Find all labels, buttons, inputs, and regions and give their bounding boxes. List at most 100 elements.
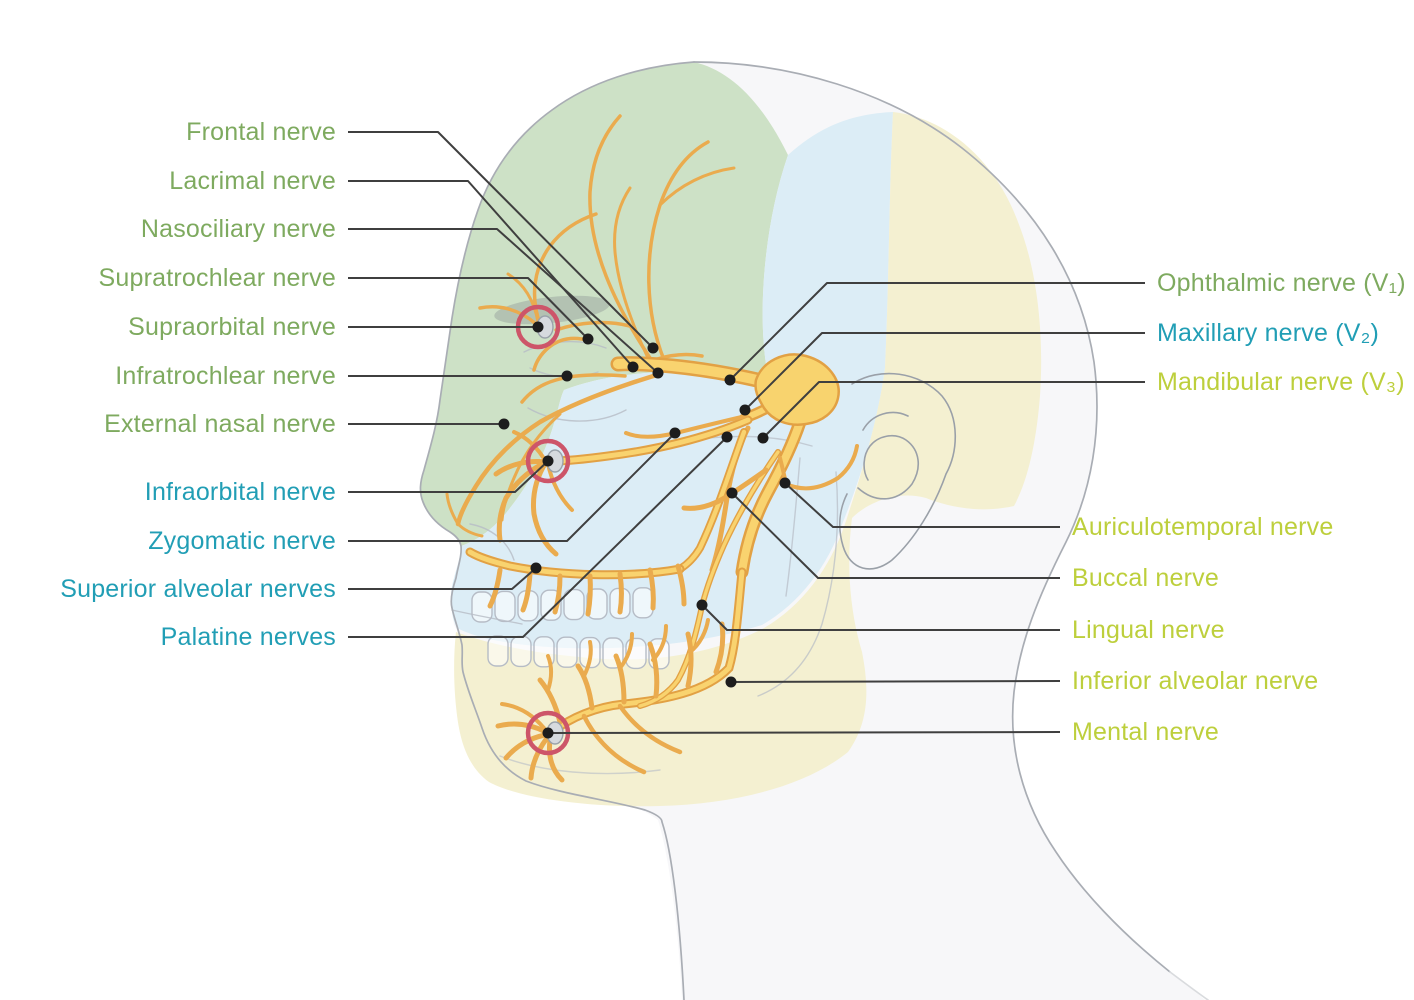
- endpoint-dot-buccal-nerve: [726, 487, 738, 499]
- label-buccal-nerve: Buccal nerve: [1072, 564, 1219, 592]
- nerve-branch: [688, 618, 710, 654]
- leader-line-infraorbital-nerve: [348, 460, 549, 493]
- nerve-branch: [685, 631, 694, 689]
- nerve-branch: [547, 737, 565, 783]
- sensory-territories: [420, 62, 1042, 807]
- endpoint-dot-superior-alveolar-nerves: [530, 562, 542, 574]
- leader-line-supratrochlear-nerve: [348, 277, 589, 340]
- nerve-branch: [647, 641, 660, 699]
- label-inferior-alveolar-nerve: Inferior alveolar nerve: [1072, 667, 1319, 695]
- nerve-branch: [493, 459, 549, 477]
- neck-back-fade: [1169, 971, 1209, 1000]
- endpoint-dot-mandibular-nerve-v3: [757, 432, 769, 444]
- leader-line-ophthalmic-nerve-v1: [729, 282, 1145, 381]
- label-ophthalmic-nerve-v1: Ophthalmic nerve (V₁): [1157, 269, 1406, 297]
- endpoint-dot-supratrochlear-nerve: [582, 333, 594, 345]
- label-mandibular-nerve-v3: Mandibular nerve (V₃): [1157, 368, 1405, 396]
- nerve-branch: [520, 571, 533, 613]
- trigeminal-ganglion: [754, 353, 840, 426]
- endpoint-dot-external-nasal-nerve: [498, 418, 510, 430]
- nerve-branch: [658, 166, 736, 207]
- leader-line-auriculotemporal-nerve: [784, 482, 1060, 528]
- nerve-branch: [588, 114, 652, 360]
- endpoint-dot-auriculotemporal-nerve: [779, 477, 791, 489]
- endpoint-dot-nasociliary-nerve: [652, 367, 664, 379]
- nerve-branch: [617, 571, 624, 615]
- endpoint-dot-maxillary-nerve-v2: [739, 404, 751, 416]
- nerve-branch: [445, 492, 460, 526]
- leader-line-palatine-nerves: [348, 436, 728, 638]
- label-mental-nerve: Mental nerve: [1072, 718, 1219, 746]
- nerve-branch: [506, 272, 540, 324]
- nerve-branch: [651, 624, 668, 662]
- nerve-branch: [532, 212, 598, 326]
- leader-line-inferior-alveolar-nerve: [730, 680, 1061, 683]
- label-zygomatic-nerve: Zygomatic nerve: [148, 527, 336, 555]
- nerve-branch: [478, 305, 538, 326]
- foramen-markers: [515, 304, 571, 756]
- ear-antihelix: [857, 434, 919, 500]
- leader-line-buccal-nerve: [731, 492, 1060, 579]
- tooth-upper: [632, 587, 654, 619]
- label-superior-alveolar-nerves: Superior alveolar nerves: [60, 575, 336, 603]
- leader-line-frontal-nerve: [348, 131, 654, 349]
- nerve-branch: [585, 573, 593, 617]
- tooth-lower: [487, 635, 509, 667]
- mandible-ramus-front: [785, 457, 801, 597]
- mouth-line: [451, 609, 523, 625]
- leader-lines: [348, 131, 1145, 739]
- label-maxillary-nerve-v2: Maxillary nerve (V₂): [1157, 319, 1380, 347]
- nerve-branch: [581, 713, 647, 775]
- endpoint-dot-supraorbital-nerve: [532, 321, 544, 333]
- nerve-branch: [647, 140, 710, 362]
- leader-line-lingual-nerve: [701, 604, 1060, 631]
- nerve-branch: [613, 653, 627, 705]
- leader-line-lacrimal-nerve: [348, 180, 634, 368]
- infraorbital-foramen-ring: [525, 438, 571, 484]
- nerve-branch: [495, 721, 549, 735]
- head-outline: [419, 61, 1209, 1000]
- leader-line-nasociliary-nerve: [348, 228, 659, 374]
- label-frontal-nerve: Frontal nerve: [186, 118, 336, 146]
- nerve-branch: [500, 702, 546, 730]
- tooth-lower: [510, 635, 532, 668]
- tooth-upper: [494, 590, 516, 623]
- orbit-line: [527, 407, 627, 422]
- label-supraorbital-nerve: Supraorbital nerve: [128, 313, 336, 341]
- nerve-branch: [582, 640, 593, 678]
- mandibular-region: [454, 112, 1042, 807]
- leader-line-maxillary-nerve-v2: [744, 332, 1145, 411]
- nerve-branch: [552, 573, 563, 615]
- nerve-branch: [455, 371, 663, 527]
- label-lingual-nerve: Lingual nerve: [1072, 616, 1225, 644]
- mandible-ramus-back: [757, 471, 839, 697]
- tooth-lower: [556, 636, 578, 668]
- maxillary-region: [450, 112, 893, 649]
- nerve-branch-core: [738, 418, 804, 576]
- nerve-branch-core: [677, 429, 747, 572]
- endpoint-dot-zygomatic-nerve: [669, 427, 681, 439]
- nerve-branch: [503, 732, 548, 761]
- label-infraorbital-nerve: Infraorbital nerve: [144, 478, 336, 506]
- nerve-branch-core: [551, 569, 745, 734]
- nerve-branch: [647, 567, 656, 611]
- nerve-branch-core: [549, 417, 751, 464]
- label-external-nasal-nerve: External nasal nerve: [104, 410, 336, 438]
- endpoint-dot-lingual-nerve: [696, 599, 708, 611]
- endpoint-dot-infratrochlear-nerve: [561, 370, 573, 382]
- label-auriculotemporal-nerve: Auriculotemporal nerve: [1072, 513, 1334, 541]
- endpoint-dot-lacrimal-nerve: [627, 361, 639, 373]
- label-supratrochlear-nerve: Supratrochlear nerve: [98, 264, 336, 292]
- nerve-branch: [618, 632, 634, 670]
- ophthalmic-region: [420, 62, 788, 546]
- nerve-branch: [546, 654, 553, 692]
- ear-helix-inner: [862, 411, 909, 431]
- nerve-branch: [575, 663, 595, 711]
- ear: [838, 372, 957, 570]
- label-infratrochlear-nerve: Infratrochlear nerve: [115, 362, 336, 390]
- head-outline-main: [693, 61, 1171, 973]
- head-outline-face: [419, 61, 695, 1000]
- nerve-branch: [532, 336, 592, 372]
